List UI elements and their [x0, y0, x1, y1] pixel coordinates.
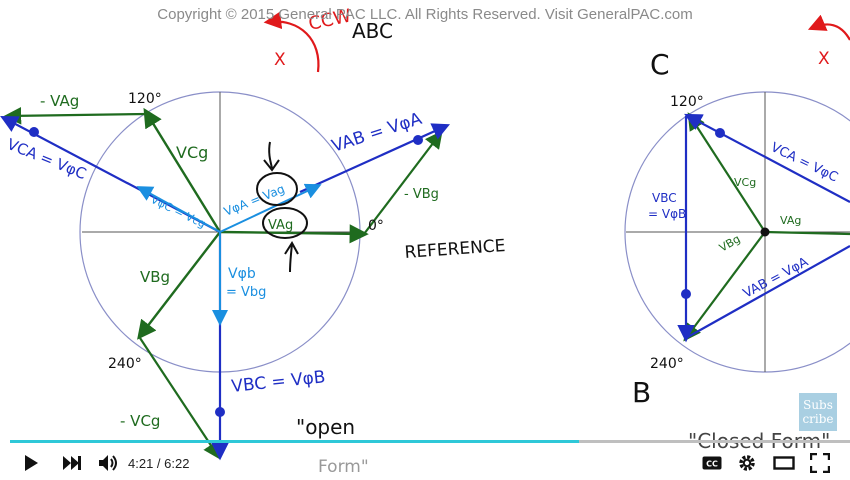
vag-label: VAg [268, 218, 293, 233]
neg-vag-label: - VAg [40, 92, 79, 110]
progress-bar[interactable] [10, 440, 850, 443]
label-240-right: 240° [650, 356, 684, 372]
pointer-arrow-up [284, 241, 299, 273]
abc-sequence-label: ABC [352, 19, 393, 43]
theater-icon [773, 456, 795, 470]
fullscreen-icon [810, 453, 830, 473]
label-240: 240° [108, 356, 142, 372]
vbg-label: VBg [140, 268, 170, 286]
volume-icon [99, 455, 117, 471]
neg-vcg-vector [139, 337, 221, 460]
open-form-label-2: Form" [318, 457, 369, 477]
vcg-vector-right [687, 112, 766, 233]
open-form-diagram: CCW ABC X 120° 240° 0° REFERENCE - VAg V… [0, 5, 506, 477]
label-120-right: 120° [670, 94, 704, 110]
volume-button[interactable] [96, 450, 122, 476]
vca-label: VCA = VφC [5, 135, 89, 183]
vbg-vector-right [683, 231, 766, 342]
copyright-watermark: Copyright © 2015 General PAC LLC. All Ri… [157, 6, 693, 23]
red-x-mark: X [274, 50, 286, 70]
vag-circle-top [256, 172, 298, 206]
vab-dot [413, 135, 423, 145]
vab-label-right: VAB = VφA [741, 255, 811, 302]
gear-icon [739, 455, 755, 471]
label-120: 120° [128, 91, 162, 107]
vbg-label-right: VBg [717, 232, 743, 254]
time-display: 4:21 / 6:22 [128, 456, 190, 471]
vab-label: VAB = VφA [329, 109, 424, 157]
vphic-vector [136, 186, 221, 233]
neg-vag-vector [3, 107, 147, 125]
vag-vector [219, 224, 369, 244]
label-c: C [650, 48, 670, 81]
vbc-label-right-2: = VφB [648, 207, 686, 221]
vab-vector-right [685, 245, 850, 339]
red-x-mark-right: X [818, 49, 830, 69]
vcg-label: VCg [176, 143, 208, 162]
vphib-label: Vφb [228, 266, 256, 282]
neutral-dot-right [760, 227, 770, 237]
theater-mode-button[interactable] [770, 450, 798, 476]
pointer-arrow-down [263, 141, 280, 172]
vphia-vector [219, 183, 322, 233]
label-0: 0° [368, 218, 384, 234]
subscribe-label-2: cribe [802, 412, 834, 426]
eq-vbg-label: = Vbg [226, 285, 266, 300]
vag-label-right: VAg [780, 214, 801, 227]
ccw-arrow-right [807, 14, 850, 41]
video-control-bar: 4:21 / 6:22 CC [0, 446, 850, 480]
next-icon [63, 456, 81, 470]
reference-label: REFERENCE [404, 236, 506, 263]
label-b: B [632, 376, 651, 409]
play-button[interactable] [18, 450, 44, 476]
subscribe-button[interactable]: Subs cribe [799, 393, 837, 431]
captions-button[interactable]: CC [700, 450, 724, 476]
vbg-vector [137, 231, 221, 340]
vcg-label-right: VCg [734, 176, 756, 189]
neg-vcg-label: - VCg [120, 412, 160, 430]
vag-vector-right [764, 230, 850, 236]
progress-fill [10, 440, 579, 443]
vphia-label: VφA = Vag [222, 182, 287, 219]
vca-dot-right [715, 128, 725, 138]
play-icon [25, 455, 38, 471]
vag-circle-bottom [262, 207, 308, 239]
vbc-dot [215, 407, 225, 417]
ccw-arrow [263, 11, 320, 73]
settings-button[interactable] [734, 450, 760, 476]
vcg-vector [143, 107, 222, 233]
next-button[interactable] [58, 450, 86, 476]
neg-vbg-vector [363, 130, 443, 235]
vbc-dot-right [681, 289, 691, 299]
vca-vector-right [684, 113, 850, 203]
subscribe-label-1: Subs [803, 398, 833, 412]
captions-label: CC [706, 460, 718, 469]
closed-form-diagram: X C B 120° 240° VBC = VφB VCg VAg VBg VC… [624, 14, 850, 453]
vca-dot [29, 127, 39, 137]
captions-icon: CC [702, 456, 722, 470]
open-form-label-1: "open [296, 415, 355, 439]
vbc-label-right-1: VBC [652, 191, 677, 205]
neg-vbg-label: - VBg [404, 187, 439, 202]
fullscreen-button[interactable] [806, 450, 834, 476]
vbc-label: VBC = VφB [230, 367, 326, 397]
